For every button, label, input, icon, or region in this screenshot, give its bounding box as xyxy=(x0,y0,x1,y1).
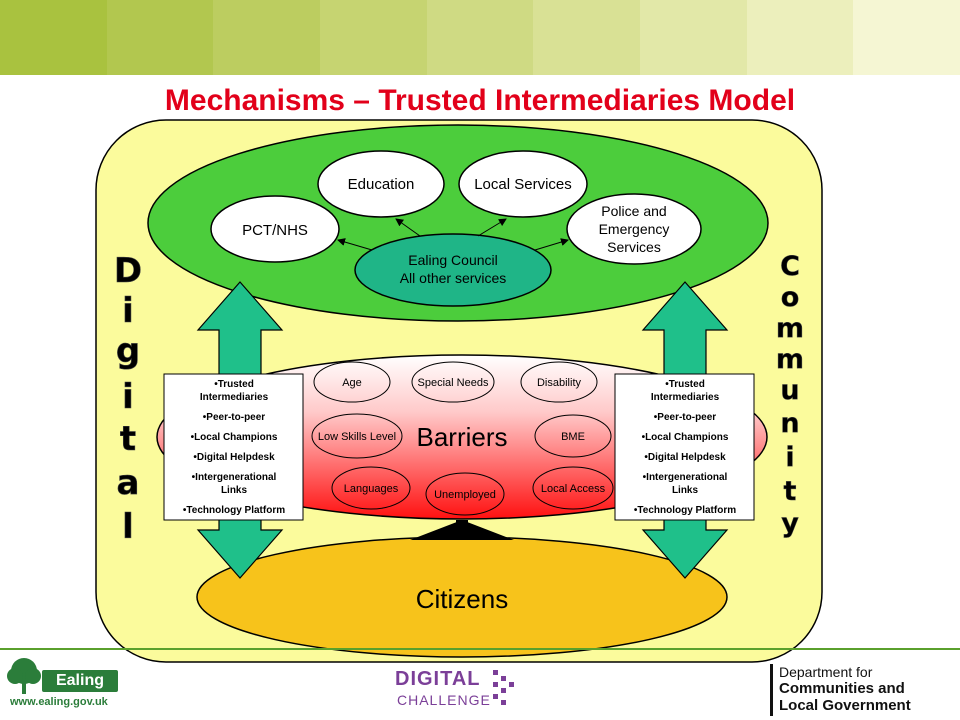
mechanism-item: •Local Champions xyxy=(191,432,278,443)
band-segment xyxy=(320,0,427,75)
barrier-unemployed xyxy=(425,472,505,516)
department-line-1: Department for xyxy=(779,664,873,680)
barrier-languages-label: Languages xyxy=(344,483,399,495)
ealing-logo: Ealing www.ealing.gov.uk xyxy=(4,654,122,714)
community-letter: y xyxy=(781,508,799,539)
services-ellipse xyxy=(147,124,769,322)
barriers-label: Barriers xyxy=(416,422,507,452)
mechanism-item: •Local Champions xyxy=(642,432,729,443)
digital-challenge-word-1: DIGITAL xyxy=(395,668,481,690)
digital-letter: D xyxy=(114,251,142,291)
node-police-label-1: Police and xyxy=(601,203,666,219)
barrier-unemployed-label: Unemployed xyxy=(434,489,496,501)
arrow-to-local-services xyxy=(477,218,507,237)
digital-vertical-word: D i g i t a l xyxy=(114,251,143,548)
mechanism-item: •Peer-to-peer xyxy=(654,412,717,423)
community-letter: C xyxy=(780,251,800,282)
mechanism-item: •Digital Helpdesk xyxy=(193,452,275,463)
digital-letter: l xyxy=(122,507,134,547)
node-council-label-1: Ealing Council xyxy=(408,252,498,268)
barrier-languages xyxy=(331,466,411,510)
arrow-to-police xyxy=(534,238,569,251)
barrier-special-needs xyxy=(411,361,495,403)
band-segment xyxy=(533,0,641,75)
mechanism-item: •Digital Helpdesk xyxy=(644,452,726,463)
tree-icon xyxy=(7,658,41,694)
barrier-special-needs-label: Special Needs xyxy=(418,377,489,389)
barrier-age-label: Age xyxy=(342,377,362,389)
node-pct-nhs-label: PCT/NHS xyxy=(242,222,308,239)
dots-icon xyxy=(493,670,514,705)
barrier-bme-label: BME xyxy=(561,431,585,443)
community-letter: i xyxy=(785,442,794,473)
community-letter: n xyxy=(780,408,799,439)
barrier-disability-label: Disability xyxy=(537,377,582,389)
band-segment xyxy=(853,0,960,75)
community-letter: o xyxy=(781,282,800,313)
arrow-to-education xyxy=(395,218,421,237)
node-police xyxy=(566,193,702,265)
barrier-bme xyxy=(534,414,612,458)
digital-letter: g xyxy=(116,331,140,371)
barrier-low-skills xyxy=(311,413,403,459)
node-local-services xyxy=(458,150,588,218)
band-segment xyxy=(746,0,854,75)
band-segment xyxy=(426,0,534,75)
digital-letter: i xyxy=(122,377,134,417)
mechanism-item: •Technology Platform xyxy=(183,505,285,516)
ealing-url: www.ealing.gov.uk xyxy=(10,696,108,708)
node-pct-nhs xyxy=(210,195,340,263)
node-council-label-2: All other services xyxy=(400,270,507,286)
barrier-local-access xyxy=(532,466,614,510)
band-segment xyxy=(213,0,321,75)
barrier-age xyxy=(313,361,391,403)
community-vertical-word: C o m m u n i t y xyxy=(776,251,805,540)
mechanism-item: •Technology Platform xyxy=(634,505,736,516)
department-line-2: Communities and xyxy=(779,680,905,697)
department-line-3: Local Government xyxy=(779,697,911,714)
ealing-name: Ealing xyxy=(42,670,118,692)
band-segment xyxy=(106,0,214,75)
right-mechanisms-box xyxy=(614,373,755,521)
digital-challenge-word-2: CHALLENGE xyxy=(397,692,491,708)
band-segment xyxy=(0,0,107,75)
mechanism-item: •Peer-to-peer xyxy=(203,412,266,423)
community-letter: t xyxy=(784,476,797,507)
node-ealing-council xyxy=(354,233,552,307)
arrow-to-pct xyxy=(337,238,373,251)
node-education xyxy=(317,150,445,218)
node-police-label-2: Emergency xyxy=(599,221,670,237)
node-education-label: Education xyxy=(348,176,415,193)
page-title: Mechanisms – Trusted Intermediaries Mode… xyxy=(164,84,796,117)
community-letter: m xyxy=(776,344,804,375)
citizens-up-arrow-stem xyxy=(456,520,468,540)
footer-divider xyxy=(0,648,960,650)
barrier-disability xyxy=(520,361,598,403)
node-local-services-label: Local Services xyxy=(474,176,572,193)
citizens-label: Citizens xyxy=(416,584,508,614)
band-segment xyxy=(640,0,747,75)
department-logo: Department for Communities and Local Gov… xyxy=(770,664,960,716)
barrier-low-skills-label: Low Skills Level xyxy=(318,431,396,443)
header-band xyxy=(0,0,960,75)
community-letter: u xyxy=(780,375,799,406)
barrier-local-access-label: Local Access xyxy=(541,483,606,495)
digital-letter: i xyxy=(122,291,134,331)
digital-letter: t xyxy=(120,419,136,459)
digital-letter: a xyxy=(117,463,140,503)
node-police-label-3: Services xyxy=(607,239,661,255)
community-letter: m xyxy=(776,313,804,344)
digital-challenge-logo: DIGITAL CHALLENGE xyxy=(395,668,535,712)
left-mechanisms-box xyxy=(163,373,304,521)
